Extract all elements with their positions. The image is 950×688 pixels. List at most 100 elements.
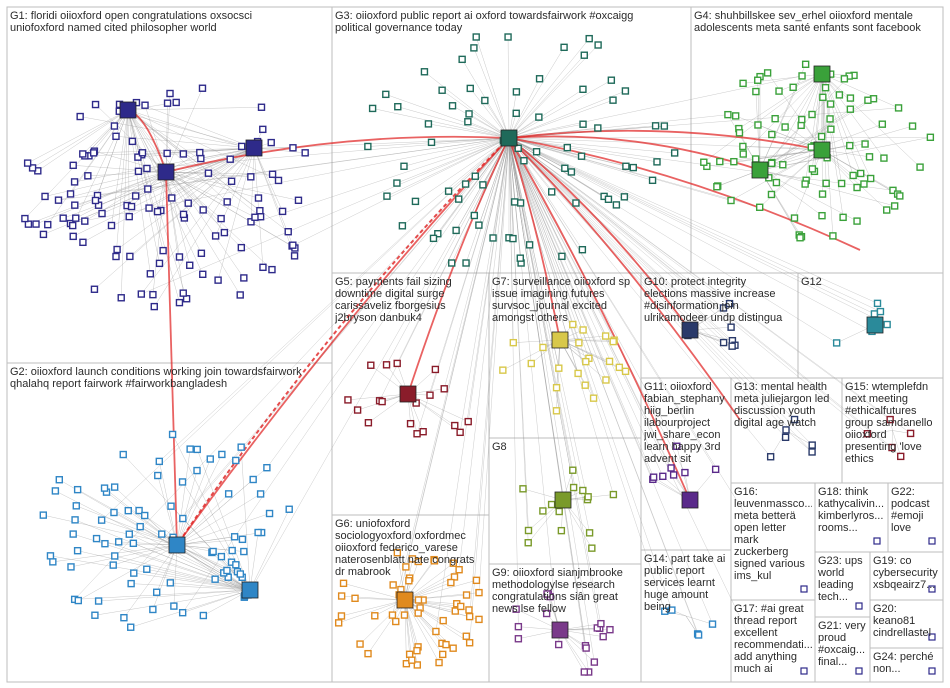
node-g7: [582, 357, 590, 366]
node-g4: [846, 141, 854, 150]
node-g1: [179, 210, 188, 219]
node-g1: [143, 164, 151, 173]
node-g3: [535, 75, 544, 83]
edge-g4: [759, 98, 874, 171]
node-g6: [408, 656, 416, 664]
node-g1: [268, 265, 276, 274]
hub-node-g4: [813, 141, 831, 159]
node-g3: [368, 104, 377, 113]
node-g6: [465, 639, 474, 647]
node-g3: [532, 148, 541, 156]
edge-g6: [404, 599, 461, 607]
edge-inter-group: [508, 137, 588, 500]
node-g1: [69, 161, 77, 170]
node-g3: [572, 199, 580, 207]
node-g3: [465, 110, 473, 118]
edge-g1: [127, 109, 160, 264]
edge-g1: [127, 109, 279, 181]
node-g1: [117, 294, 125, 302]
node-g4: [818, 190, 827, 198]
node-g1: [153, 207, 162, 216]
edge-g4: [804, 73, 823, 185]
node-g1: [66, 190, 75, 198]
node-g2: [240, 547, 248, 556]
edge-inter-group: [508, 137, 786, 438]
node-g4: [819, 93, 827, 102]
node-g3: [466, 84, 474, 93]
node-g6: [457, 602, 465, 611]
node-g6: [475, 588, 483, 597]
edge-g3: [372, 108, 510, 139]
node-g12: [876, 307, 885, 316]
node-g1: [220, 228, 229, 237]
node-g1: [125, 212, 133, 221]
node-g9: [580, 668, 589, 676]
group-label-g6: G6: uniofoxford sociologyoxford oxfordme…: [335, 518, 475, 578]
node-g2: [218, 450, 226, 459]
node-g4: [755, 203, 764, 211]
node-g2: [193, 466, 201, 475]
edge-strong: [508, 137, 561, 341]
edge-strong: [508, 137, 691, 501]
edge-g5: [347, 393, 409, 401]
hub-node-g8: [554, 491, 572, 509]
edge-g1: [165, 171, 190, 266]
node-g2: [110, 483, 119, 491]
edge-g1: [44, 147, 255, 197]
edge-inter-group: [508, 137, 733, 347]
node-g1: [79, 238, 87, 247]
node-g4: [772, 178, 781, 187]
node-g2: [223, 566, 231, 575]
hub-node-g1: [245, 139, 263, 157]
node-g6: [402, 563, 410, 571]
edge-g1: [119, 111, 255, 149]
node-g2: [97, 516, 106, 524]
hub-node-g10: [681, 321, 699, 339]
node-g6: [400, 611, 409, 619]
node-g4: [896, 192, 904, 200]
node-g4: [857, 169, 865, 178]
edge-inter-group: [508, 137, 559, 645]
node-g1: [217, 214, 225, 223]
node-g8: [547, 500, 556, 509]
node-g4: [739, 79, 747, 88]
edge-g3: [396, 137, 510, 184]
node-g14: [668, 606, 676, 614]
edge-g1: [165, 171, 299, 201]
node-g2: [168, 430, 177, 439]
node-g4: [846, 105, 855, 113]
node-g2: [154, 471, 162, 480]
node-g12: [883, 320, 891, 329]
node-g1: [197, 249, 206, 257]
node-g3: [479, 181, 487, 189]
node-g3: [629, 163, 637, 172]
hub-node-g1: [119, 101, 137, 119]
edge-inter-group: [141, 137, 510, 295]
node-g8: [539, 507, 547, 515]
edge-g1: [127, 107, 262, 111]
node-g3: [510, 198, 519, 206]
node-g8: [569, 483, 578, 492]
node-g2: [72, 502, 80, 510]
node-g1: [131, 192, 140, 200]
node-g9: [543, 590, 551, 598]
node-g7: [555, 364, 563, 372]
node-g5: [440, 385, 448, 393]
node-g1: [113, 245, 121, 254]
node-g3: [653, 158, 661, 166]
node-g1: [301, 149, 309, 157]
edge-inter-group: [508, 137, 752, 524]
node-g24: [928, 667, 936, 675]
node-g4: [829, 232, 837, 240]
node-g12: [870, 310, 879, 318]
edge-inter-group: [508, 137, 891, 420]
node-g2: [71, 516, 79, 524]
node-g3: [462, 259, 470, 267]
node-g3: [448, 102, 457, 110]
node-g1: [141, 101, 149, 109]
edge-g1: [72, 109, 129, 226]
node-g3: [470, 44, 478, 52]
node-g3: [420, 68, 429, 76]
node-g2: [178, 608, 187, 617]
node-g1: [39, 230, 48, 239]
